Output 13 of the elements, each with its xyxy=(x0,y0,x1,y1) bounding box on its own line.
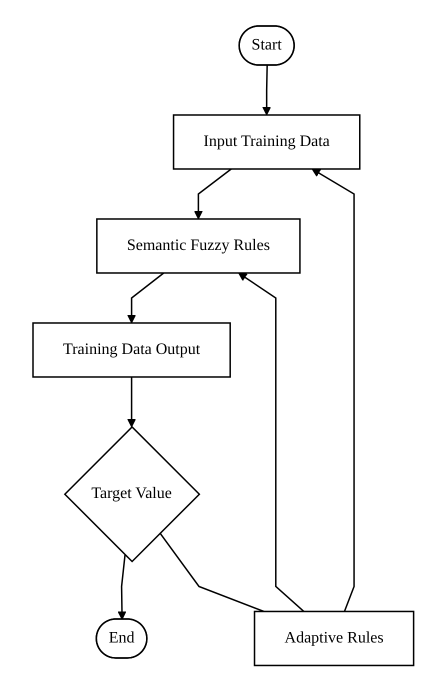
arrow xyxy=(238,272,304,612)
node-box: Training Data Output xyxy=(32,322,232,378)
node-box: Semantic Fuzzy Rules xyxy=(96,218,301,274)
arrow xyxy=(127,377,136,428)
node-diamond: Target Value xyxy=(64,426,201,563)
arrow xyxy=(127,272,164,324)
arrow xyxy=(194,168,232,220)
node-box: Input Training Data xyxy=(173,114,361,170)
connector xyxy=(160,532,264,612)
arrow xyxy=(312,168,355,612)
node-box: Adaptive Rules xyxy=(254,610,415,666)
arrow xyxy=(118,555,127,620)
arrow xyxy=(262,66,272,116)
